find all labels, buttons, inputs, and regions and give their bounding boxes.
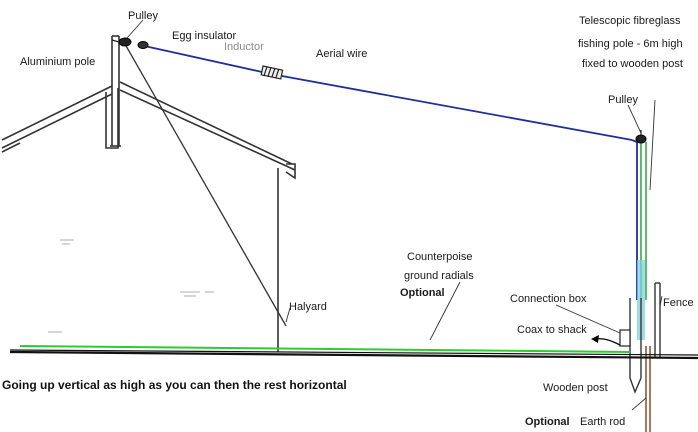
label-optional-radials: Optional	[400, 287, 445, 299]
halyard	[124, 43, 287, 327]
roof-right-edge-inner	[119, 81, 293, 165]
caption: Going up vertical as high as you can the…	[2, 378, 347, 392]
label-fence: Fence	[663, 297, 694, 309]
label-egg-insulator: Egg insulator	[172, 30, 237, 42]
roof-left-underside	[1, 142, 21, 153]
roof-right-edge	[119, 89, 296, 171]
label-counterpoise-1: Counterpoise	[407, 251, 472, 263]
fence	[654, 282, 661, 358]
label-pulley-left: Pulley	[128, 10, 158, 22]
label-halyard: Halyard	[289, 301, 327, 313]
label-aerial-wire: Aerial wire	[316, 48, 367, 60]
earth-rod	[645, 346, 651, 432]
ground	[9, 349, 698, 360]
pulley-icon	[111, 37, 132, 47]
label-inductor: Inductor	[224, 41, 264, 53]
box-icon	[619, 329, 631, 347]
coax-arrow	[591, 335, 621, 346]
pulley-icon	[635, 130, 647, 144]
label-aluminium-pole: Aluminium pole	[20, 56, 95, 68]
house	[1, 81, 296, 352]
aerial-wire	[139, 44, 638, 300]
label-pulley-right: Pulley	[608, 94, 638, 106]
counterpoise-radial	[19, 345, 631, 353]
label-telescopic-2: fishing pole - 6m high	[578, 38, 683, 50]
pointer-lines	[126, 19, 663, 411]
egg-insulator-icon	[137, 41, 149, 49]
chimney-left	[105, 88, 119, 149]
label-optional-earth: Optional	[525, 416, 570, 428]
label-earth-rod: Earth rod	[580, 416, 625, 428]
label-telescopic-1: Telescopic fibreglass	[579, 15, 681, 27]
label-counterpoise-2: ground radials	[404, 270, 474, 282]
roof-left-edge-inner	[1, 85, 113, 141]
wall-texture	[48, 239, 214, 333]
roof-left-edge	[1, 93, 113, 149]
label-coax-to-shack: Coax to shack	[517, 324, 587, 336]
label-wooden-post: Wooden post	[543, 382, 608, 394]
aluminium-pole	[110, 35, 121, 147]
roof-eave-cap	[285, 163, 296, 180]
inductor-coil-icon	[260, 65, 284, 80]
label-telescopic-3: fixed to wooden post	[582, 58, 683, 70]
label-connection-box: Connection box	[510, 293, 587, 305]
